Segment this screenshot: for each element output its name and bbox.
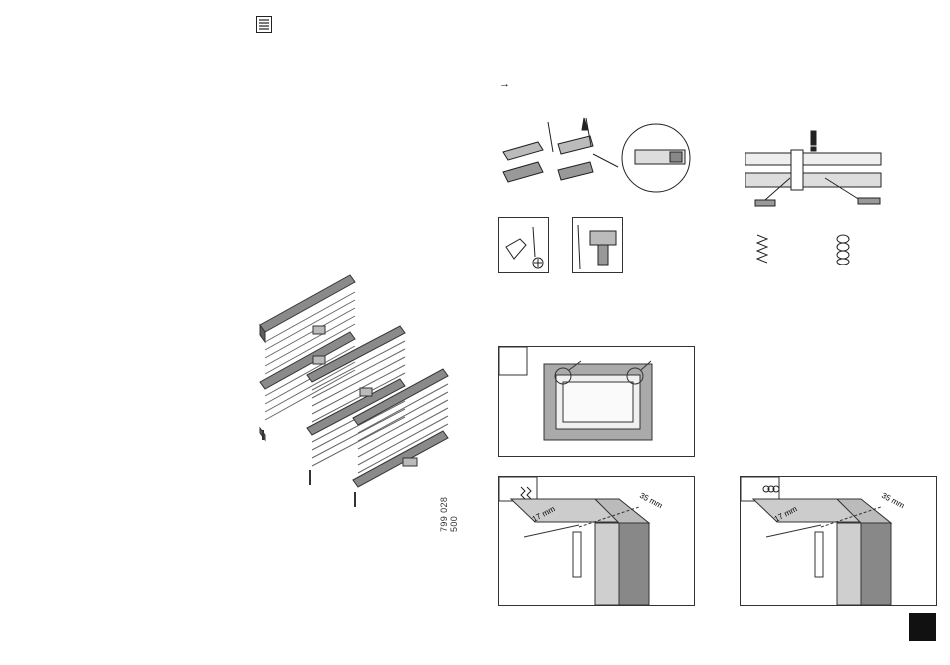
part-number: 799 028 500 [439, 484, 453, 532]
stacked-lines-icon [256, 16, 272, 33]
dim-35mm-left: 35 mm [638, 491, 664, 511]
pleat-type-symbols [755, 233, 855, 265]
dim-35mm-right: 35 mm [880, 491, 906, 511]
bracket-clip-illustration [498, 112, 698, 202]
instruction-arrow: → [499, 78, 510, 90]
pleated-blinds-illustration [255, 270, 450, 510]
window-frame-panel [498, 346, 695, 457]
mounting-detail-left: 17 mm 35 mm [498, 476, 695, 606]
page-marker [909, 613, 936, 641]
mounting-detail-right: 17 mm 35 mm [740, 476, 937, 606]
rail-warning-illustration [745, 128, 885, 214]
tools-illustration [498, 217, 624, 274]
